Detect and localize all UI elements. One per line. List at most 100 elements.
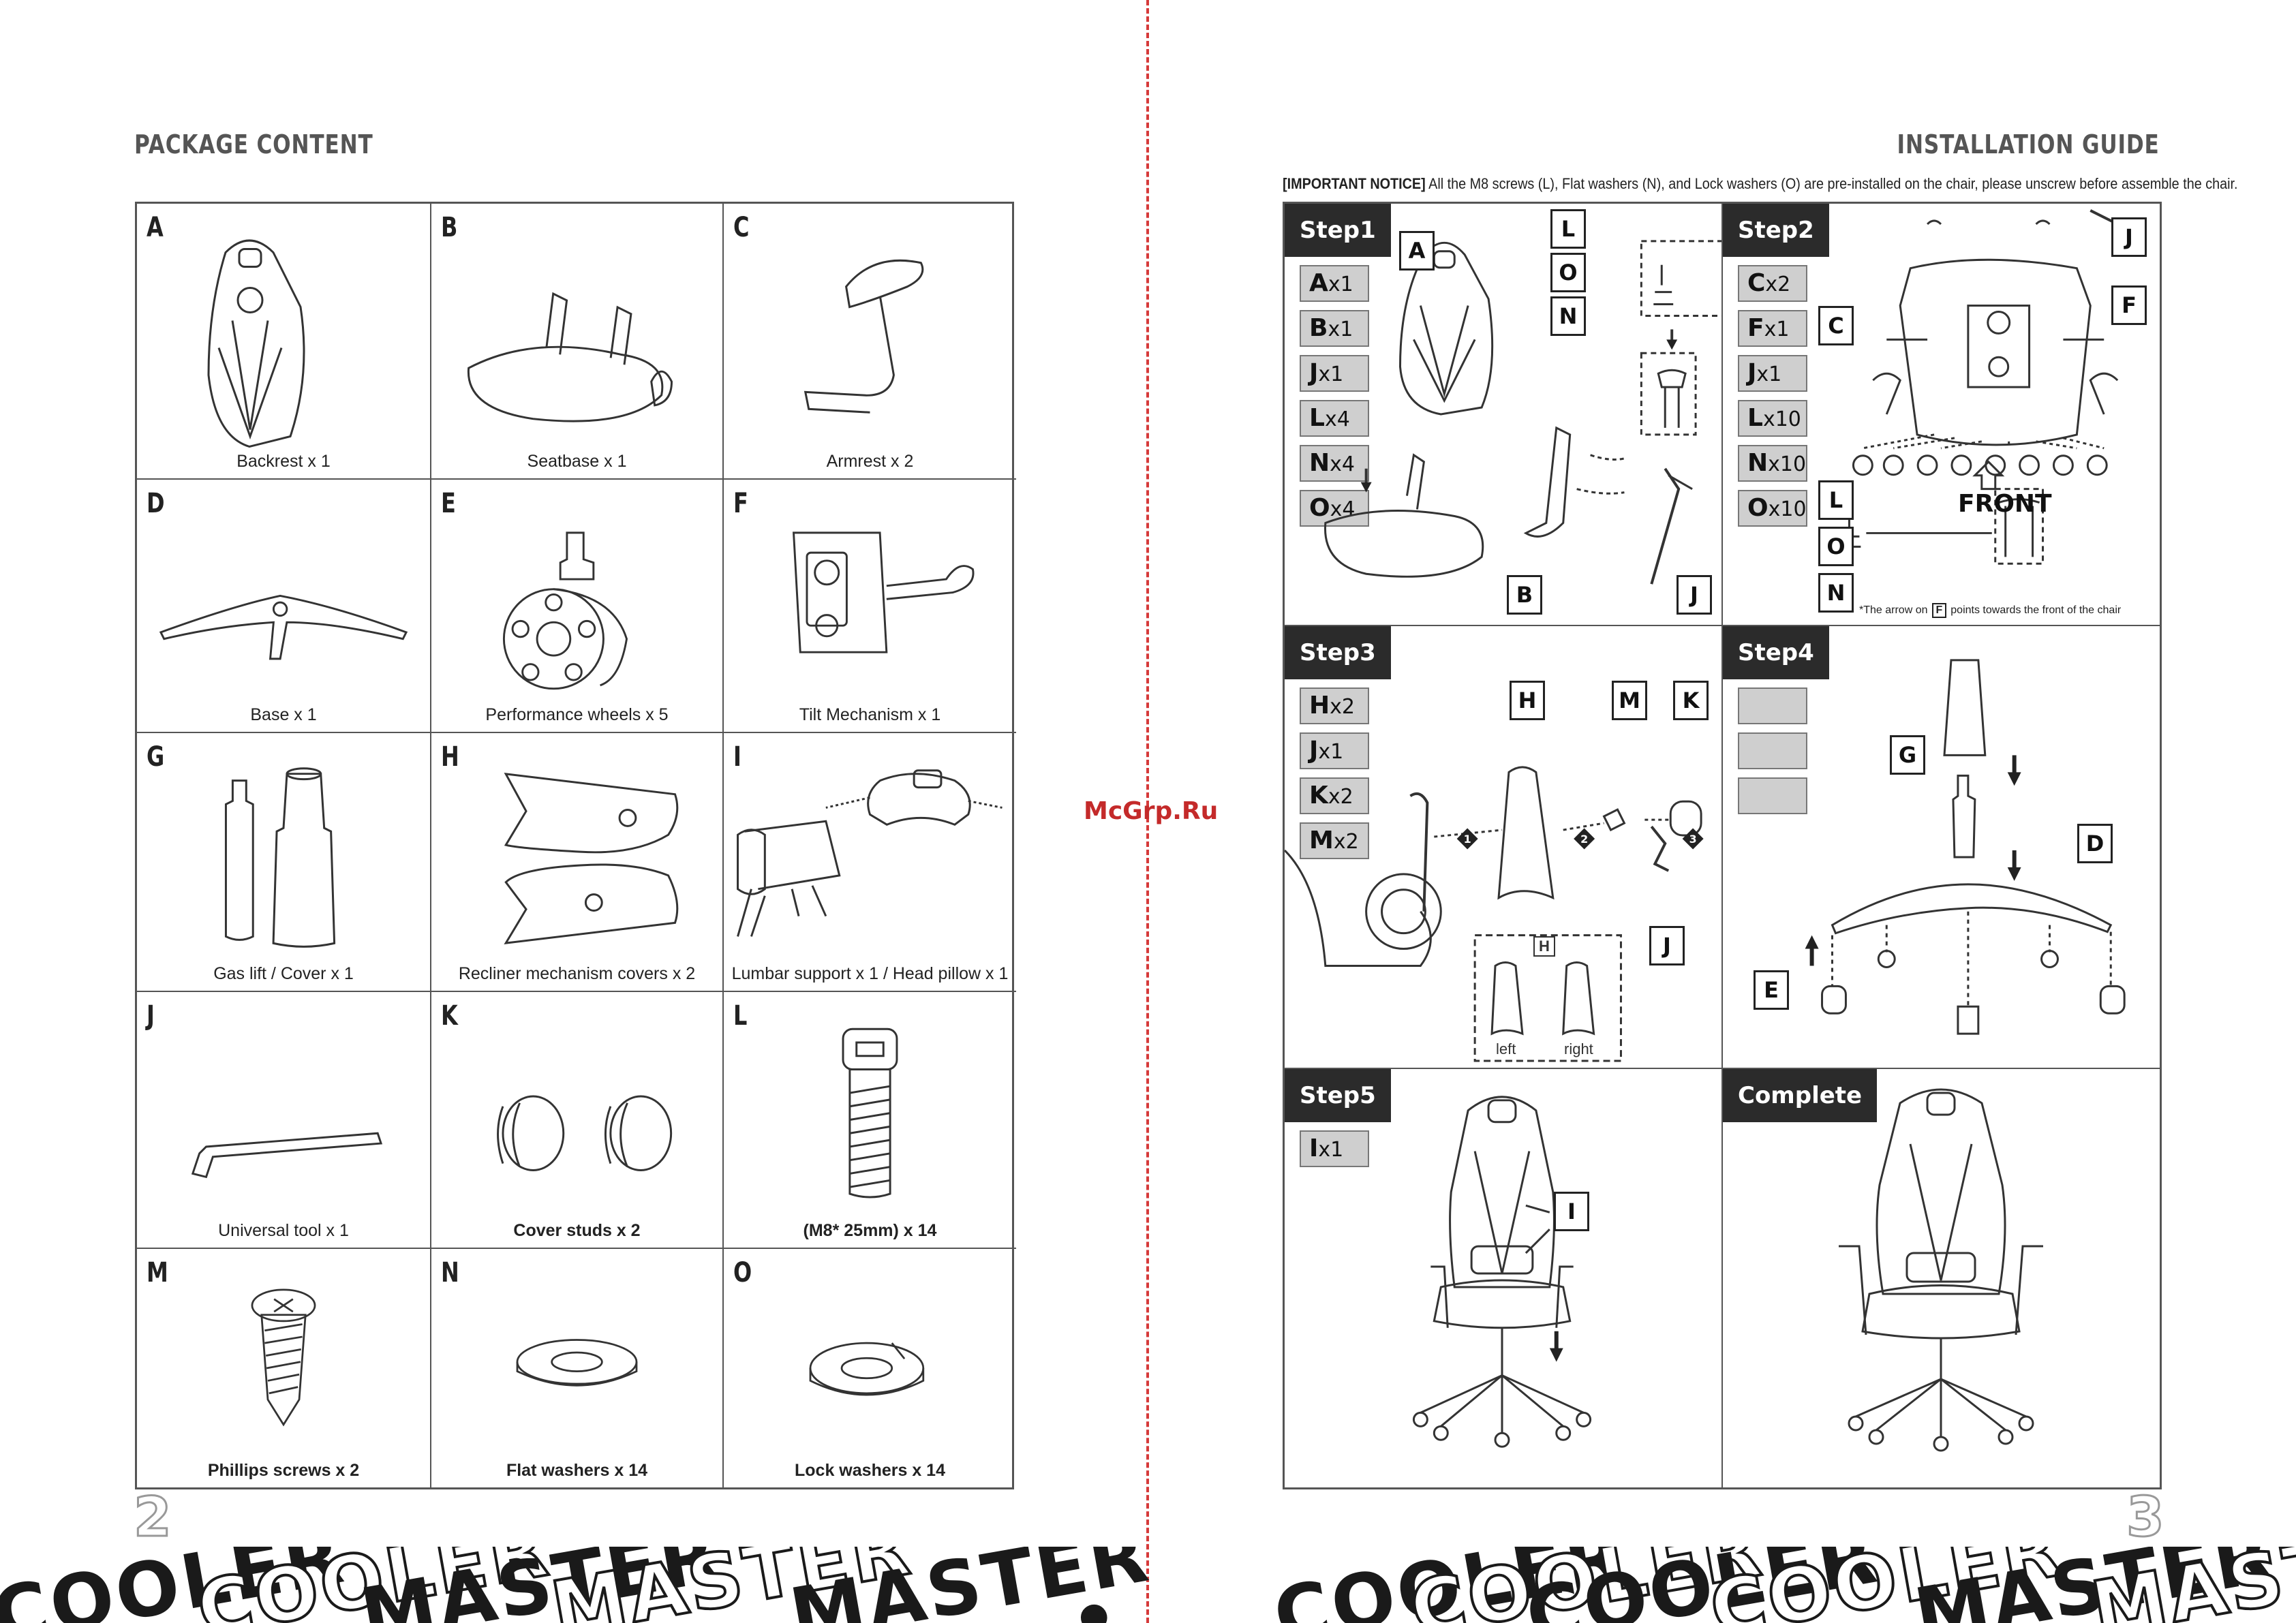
item-letter: E [441,488,456,519]
step5-parts: Ix1 [1300,1130,1369,1167]
step3-left-label: left [1496,1040,1516,1057]
notice-text: All the M8 screws (L), Flat washers (N),… [1428,175,2238,192]
step1-label-J: J [1677,575,1712,615]
step5-label-I: I [1554,1192,1589,1231]
item-letter: L [733,1000,748,1032]
step3-label-H: H [1510,681,1545,720]
package-item-l: L (M8* 25mm) x 14 [724,992,1016,1249]
step2-note-before: *The arrow on [1859,604,1928,616]
step3-part-h: Hx2 [1300,687,1369,724]
package-item-h: H Recliner mechanism covers x 2 [431,733,724,992]
part-c-illustration [803,259,924,414]
part-quantity: x1 [1328,318,1353,341]
part-d-illustration [159,594,408,660]
step3-right-label: right [1564,1040,1593,1057]
item-caption: Performance wheels x 5 [485,705,669,724]
step4-label-G: G [1890,735,1925,775]
step5-part-i: Ix1 [1300,1130,1369,1167]
step3-num-1: 1 [1464,833,1471,846]
part-quantity: x2 [1328,785,1353,809]
package-item-m: M Phillips screws x 2 [137,1249,431,1487]
part-letter: I [1309,1134,1319,1162]
part-l-illustration [842,1027,898,1199]
step2-label-C: C [1818,306,1854,345]
step2-title: Step2 [1723,204,1829,257]
step1-illustration [1324,240,1721,585]
package-item-k: K Cover studs x 2 [431,992,724,1249]
step2-label-O: O [1818,527,1854,566]
step3-part-k: Kx2 [1300,777,1369,814]
part-a-illustration [207,239,305,448]
item-caption: Universal tool x 1 [218,1221,349,1240]
step1-part-b: Bx1 [1300,310,1369,347]
part-n-illustration [516,1339,638,1387]
package-item-o: O Lock washers x 14 [724,1249,1016,1487]
part-letter: O [1747,494,1769,522]
complete-chair-illustration [1839,1088,2043,1452]
item-letter: D [147,488,165,519]
part-quantity: x1 [1318,1138,1344,1162]
source-watermark: McGrp.Ru [1084,797,1219,825]
step2-note-box: F [1931,603,1947,618]
part-quantity: x4 [1330,452,1355,476]
part-letter: N [1309,449,1330,477]
seat-bottom-drawing [1899,258,2092,446]
item-caption: Lock washers x 14 [795,1461,945,1480]
step1-part-j: Jx1 [1300,355,1369,392]
item-letter: K [441,1000,458,1032]
step2-part-o: Ox10 [1738,490,1807,527]
item-letter: G [147,741,165,773]
step4-panel: Step4 G D E [1723,626,2160,1069]
part-letter: H [1309,692,1330,720]
item-caption: Gas lift / Cover x 1 [213,964,354,983]
part-quantity: x10 [1762,407,1801,431]
item-letter: I [733,741,741,773]
step2-part-j: Jx1 [1738,355,1807,392]
cover-drawing [1497,766,1555,900]
step5-illustration [1412,1096,1592,1448]
step4-title: Step4 [1723,626,1829,679]
part-quantity: x4 [1324,407,1350,431]
complete-title: Complete [1723,1069,1878,1122]
item-caption: Phillips screws x 2 [207,1461,360,1480]
step3-illustration: 1 2 3 [1285,766,1704,1062]
package-item-a: A Backrest x 1 [137,204,431,480]
step3-label-J: J [1649,926,1685,965]
part-quantity: x2 [1330,695,1355,719]
step2-illustration [1841,209,2132,565]
part-f-illustration [792,531,975,653]
part-i-illustration [737,769,1002,937]
item-letter: B [441,212,458,243]
step2-part-n: Nx10 [1738,445,1807,482]
item-caption: Flat washers x 14 [506,1461,648,1480]
package-item-i: I Lumbar support x 1 / Head pillow x 1 [724,733,1016,992]
item-letter: J [147,1000,155,1032]
part-letter: K [1309,782,1328,809]
item-caption: Armrest x 2 [826,452,914,471]
part-quantity: x10 [1768,497,1807,521]
part-b-illustration [467,292,673,422]
step4-part-blank-0 [1738,687,1807,724]
part-letter: L [1747,404,1763,432]
item-caption: Cover studs x 2 [513,1221,641,1240]
part-quantity: x1 [1318,362,1344,386]
step1-label-B: B [1507,575,1542,615]
item-letter: O [733,1257,752,1288]
package-item-g: G Gas lift / Cover x 1 [137,733,431,992]
seatbase-drawing [1324,510,1484,578]
step3-num-2: 2 [1580,833,1588,846]
item-caption: Lumbar support x 1 / Head pillow x 1 [731,964,1009,983]
part-k-illustration [497,1095,673,1171]
package-item-b: B Seatbase x 1 [431,204,724,480]
part-quantity: x10 [1768,452,1807,476]
step1-part-l: Lx4 [1300,400,1369,437]
step4-part-blank-2 [1738,777,1807,814]
brand-watermark-strip: COOLER COOLER MASTER MASTER MASTER • COO… [0,1547,2296,1623]
package-item-n: N Flat washers x 14 [431,1249,724,1487]
item-caption: Tilt Mechanism x 1 [799,705,941,724]
step4-illustration [1805,659,2126,1035]
part-m-illustration [251,1288,316,1427]
